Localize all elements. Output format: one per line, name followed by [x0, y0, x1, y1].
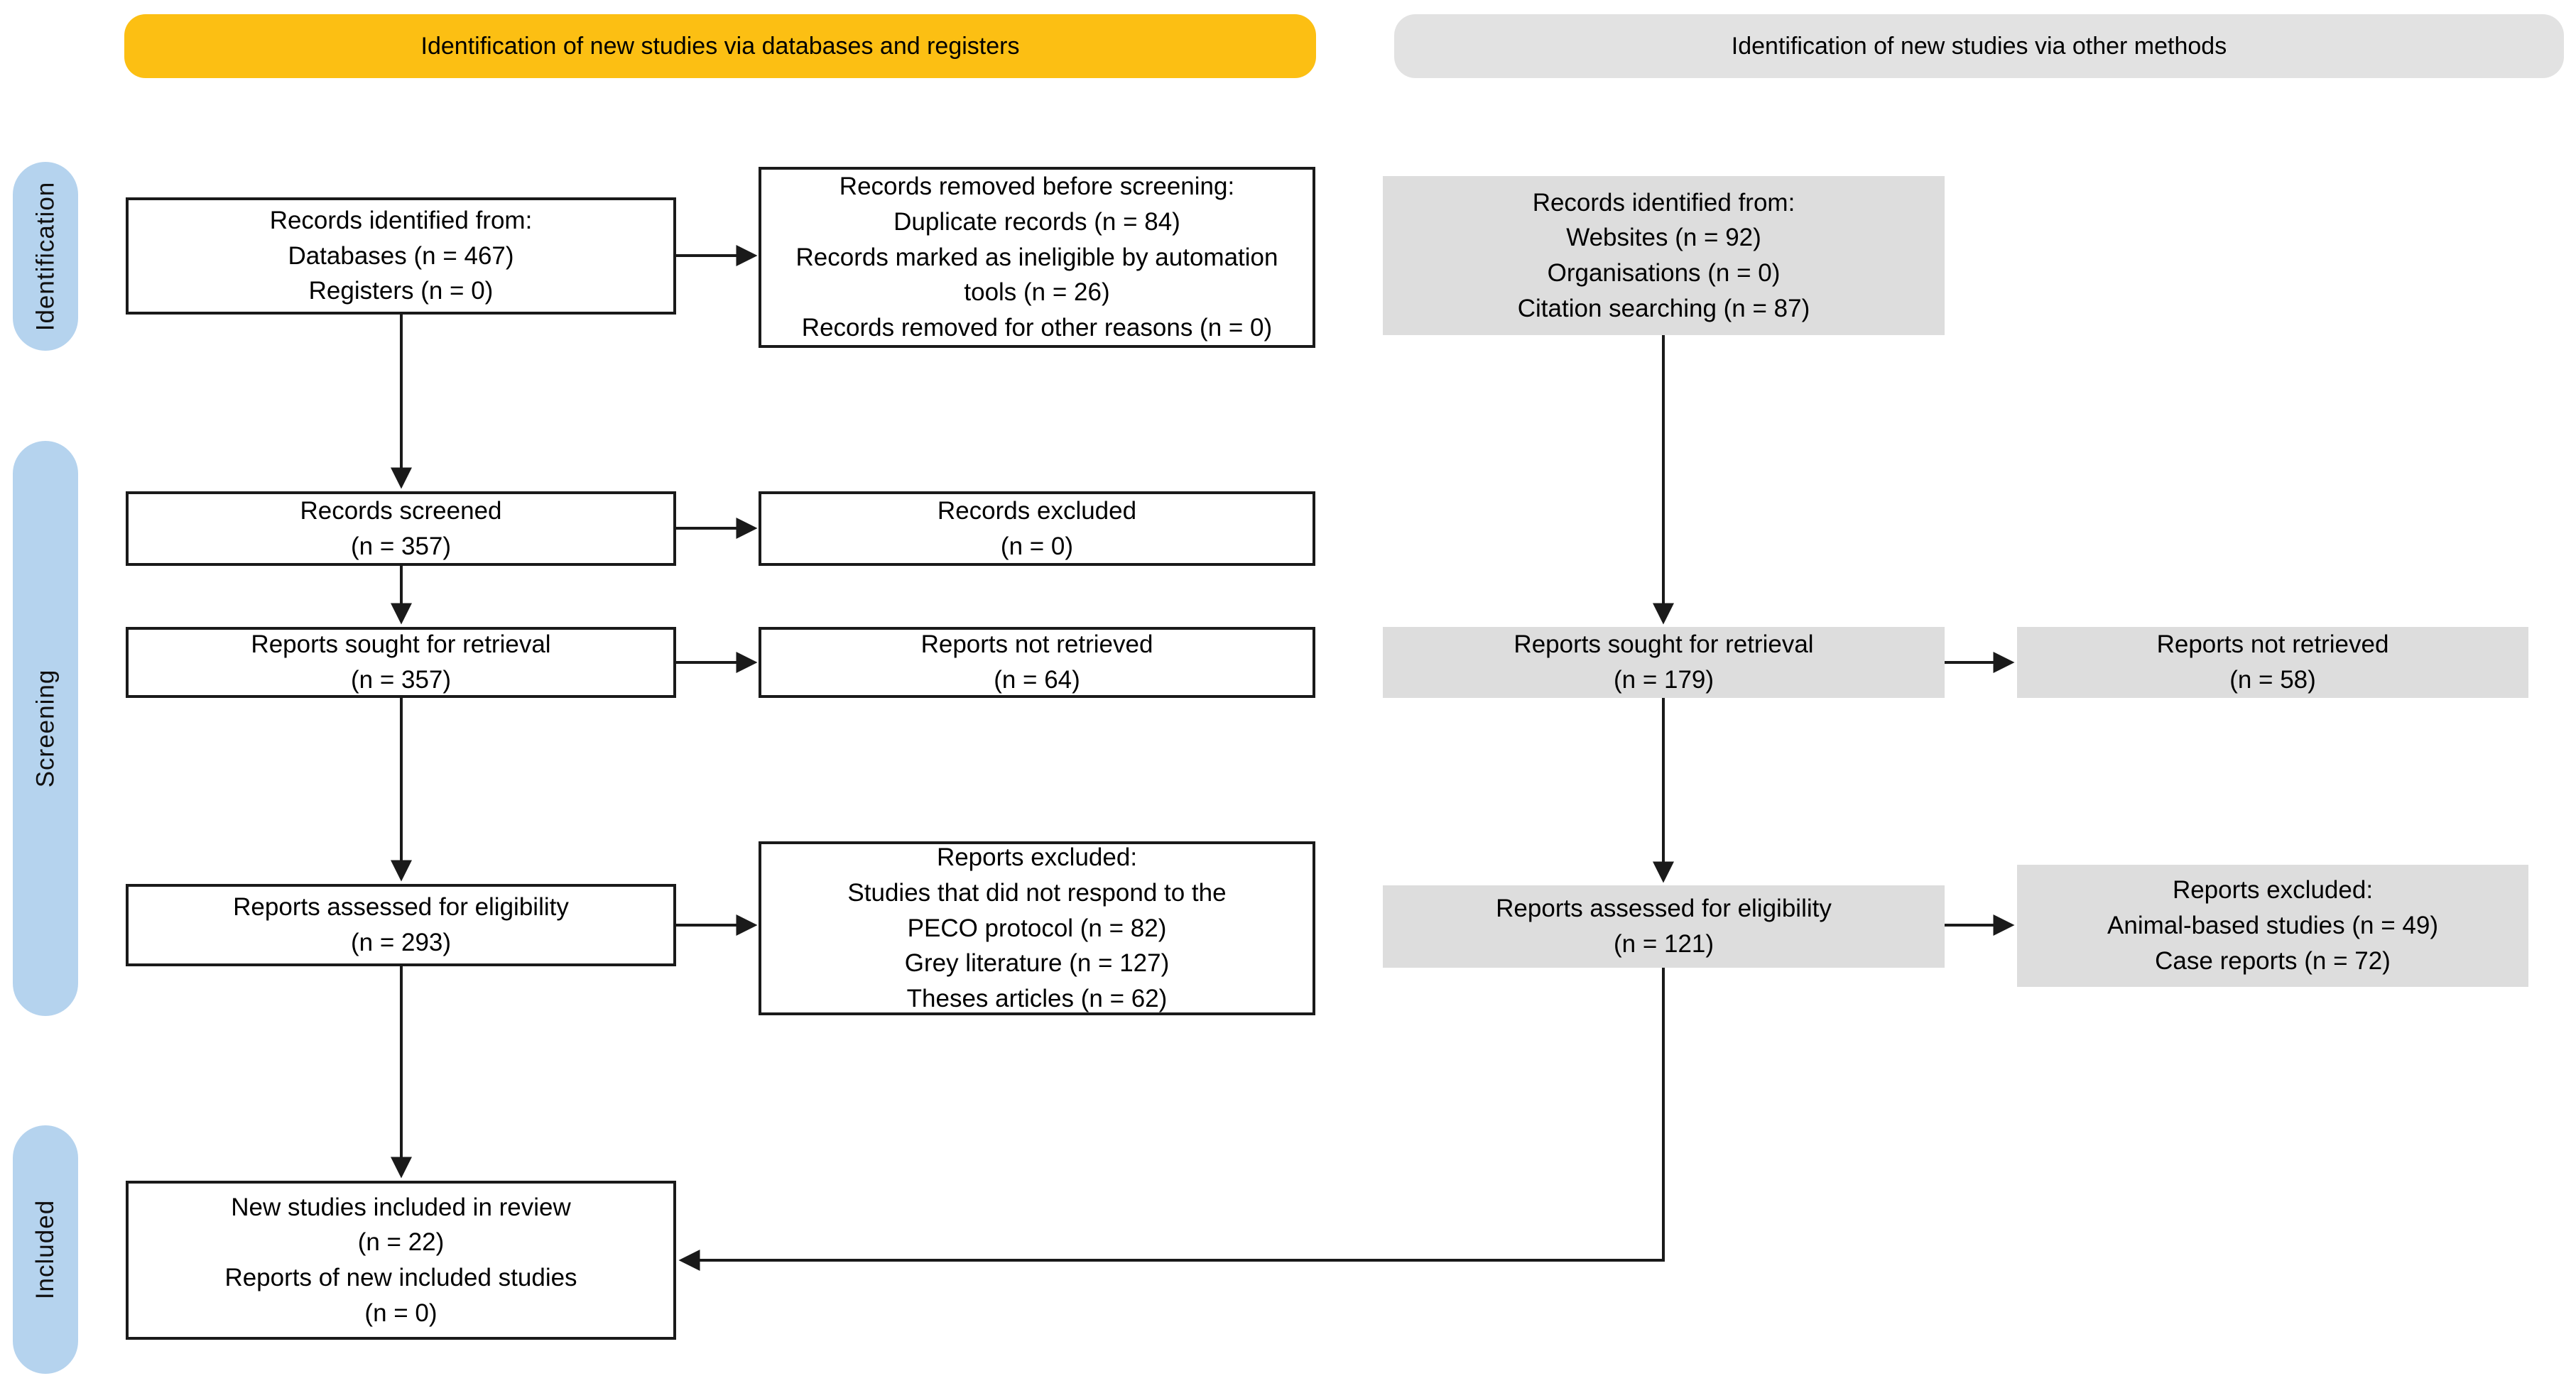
- text-line: Records identified from:: [1532, 188, 1795, 217]
- box-records-identified-databases: Records identified from: Databases (n = 4…: [126, 197, 676, 315]
- box-records-screened: Records screened (n = 357): [126, 491, 676, 566]
- box-reports-excluded-other: Reports excluded: Animal-based studies (n…: [2017, 865, 2528, 987]
- box-records-removed-before-screening: Records removed before screening: Duplica…: [759, 167, 1315, 348]
- arrow-other-assessed-to-included: [678, 968, 1665, 1271]
- text-line: Grey literature (n = 127): [904, 949, 1170, 978]
- text-line: PECO protocol (n = 82): [907, 914, 1167, 942]
- box-records-excluded: Records excluded (n = 0): [759, 491, 1315, 566]
- text-line: (n = 0): [364, 1299, 438, 1327]
- stage-pill-screening: Screening: [13, 441, 78, 1016]
- text-line: Studies that did not respond to the: [847, 878, 1227, 907]
- text-line: Records excluded: [937, 496, 1137, 525]
- text-line: Reports sought for retrieval: [251, 630, 551, 659]
- text-line: Citation searching (n = 87): [1517, 294, 1810, 322]
- text-line: Records marked as ineligible by automati…: [795, 243, 1278, 271]
- box-new-studies-included: New studies included in review (n = 22) Re…: [126, 1181, 676, 1340]
- text-line: Animal-based studies (n = 49): [2107, 912, 2438, 940]
- text-line: Reports assessed for eligibility: [233, 893, 569, 922]
- text-line: Records screened: [300, 496, 502, 525]
- box-reports-not-retrieved-databases: Reports not retrieved (n = 64): [759, 627, 1315, 698]
- stage-pill-identification: Identification: [13, 162, 78, 351]
- text-line: tools (n = 26): [964, 278, 1110, 307]
- box-reports-assessed-databases: Reports assessed for eligibility (n = 293…: [126, 884, 676, 966]
- text-line: Reports of new included studies: [224, 1264, 577, 1291]
- text-line: Websites (n = 92): [1566, 224, 1761, 252]
- box-reports-not-retrieved-other: Reports not retrieved (n = 58): [2017, 627, 2528, 698]
- text-line: Databases (n = 467): [288, 241, 514, 270]
- text-line: (n = 357): [350, 532, 452, 560]
- box-reports-assessed-other: Reports assessed for eligibility (n = 121…: [1383, 885, 1945, 968]
- text-line: Reports assessed for eligibility: [1496, 895, 1832, 923]
- text-line: (n = 0): [1000, 532, 1074, 560]
- text-line: New studies included in review: [231, 1193, 571, 1221]
- text-line: (n = 121): [1613, 930, 1714, 958]
- box-records-identified-other: Records identified from: Websites (n = 92…: [1383, 176, 1945, 335]
- text-line: Records identified from:: [269, 206, 533, 234]
- text-line: Theses articles (n = 62): [906, 985, 1168, 1013]
- text-line: Registers (n = 0): [308, 277, 494, 305]
- text-line: (n = 58): [2229, 666, 2316, 694]
- box-reports-sought-other: Reports sought for retrieval (n = 179): [1383, 627, 1945, 698]
- text-line: (n = 293): [350, 929, 452, 956]
- banner-databases-registers: Identification of new studies via databa…: [124, 14, 1316, 78]
- stage-label-identification: Identification: [31, 181, 59, 332]
- banner-other-methods: Identification of new studies via other …: [1394, 14, 2564, 78]
- stage-pill-included: Included: [13, 1125, 78, 1374]
- text-line: Organisations (n = 0): [1547, 259, 1781, 287]
- text-line: Reports not retrieved: [2156, 630, 2389, 659]
- box-reports-sought-databases: Reports sought for retrieval (n = 357): [126, 627, 676, 698]
- stage-label-included: Included: [31, 1199, 60, 1300]
- text-line: (n = 22): [357, 1228, 445, 1257]
- text-line: Reports not retrieved: [920, 630, 1153, 659]
- text-line: (n = 64): [994, 666, 1080, 694]
- text-line: Reports excluded:: [936, 843, 1138, 872]
- text-line: Records removed before screening:: [839, 173, 1235, 201]
- text-line: Reports excluded:: [2172, 876, 2374, 905]
- text-line: (n = 179): [1613, 666, 1714, 694]
- text-line: Records removed for other reasons (n = 0…: [801, 314, 1273, 342]
- text-line: (n = 357): [350, 666, 452, 694]
- box-reports-excluded-databases: Reports excluded: Studies that did not re…: [759, 841, 1315, 1015]
- stage-label-screening: Screening: [31, 669, 60, 788]
- text-line: Reports sought for retrieval: [1513, 630, 1814, 659]
- text-line: Case reports (n = 72): [2155, 946, 2391, 975]
- text-line: Duplicate records (n = 84): [893, 207, 1180, 236]
